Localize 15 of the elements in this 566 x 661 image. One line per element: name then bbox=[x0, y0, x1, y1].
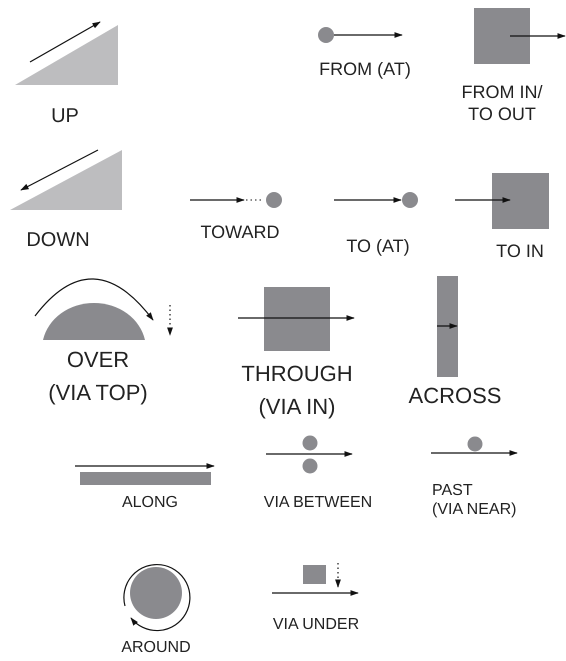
caption-text: DOWN bbox=[26, 228, 90, 252]
caption-text: UP bbox=[51, 104, 79, 128]
caption-text: THROUGH (VIA IN) bbox=[241, 360, 353, 421]
caption-text: OVER (VIA TOP) bbox=[48, 346, 148, 407]
caption-text: AROUND bbox=[121, 638, 191, 658]
caption-text: TO (AT) bbox=[346, 236, 410, 258]
caption-text: FROM (AT) bbox=[319, 59, 411, 81]
caption-text: PAST (VIA NEAR) bbox=[432, 481, 516, 520]
caption-text: TOWARD bbox=[200, 222, 280, 244]
caption-text: VIA BETWEEN bbox=[264, 493, 372, 512]
caption-text: VIA UNDER bbox=[272, 615, 360, 634]
caption-text: FROM IN/ TO OUT bbox=[462, 82, 542, 126]
caption-text: ALONG bbox=[122, 493, 178, 512]
caption-text: ACROSS bbox=[408, 382, 502, 410]
caption-text: TO IN bbox=[496, 241, 544, 263]
